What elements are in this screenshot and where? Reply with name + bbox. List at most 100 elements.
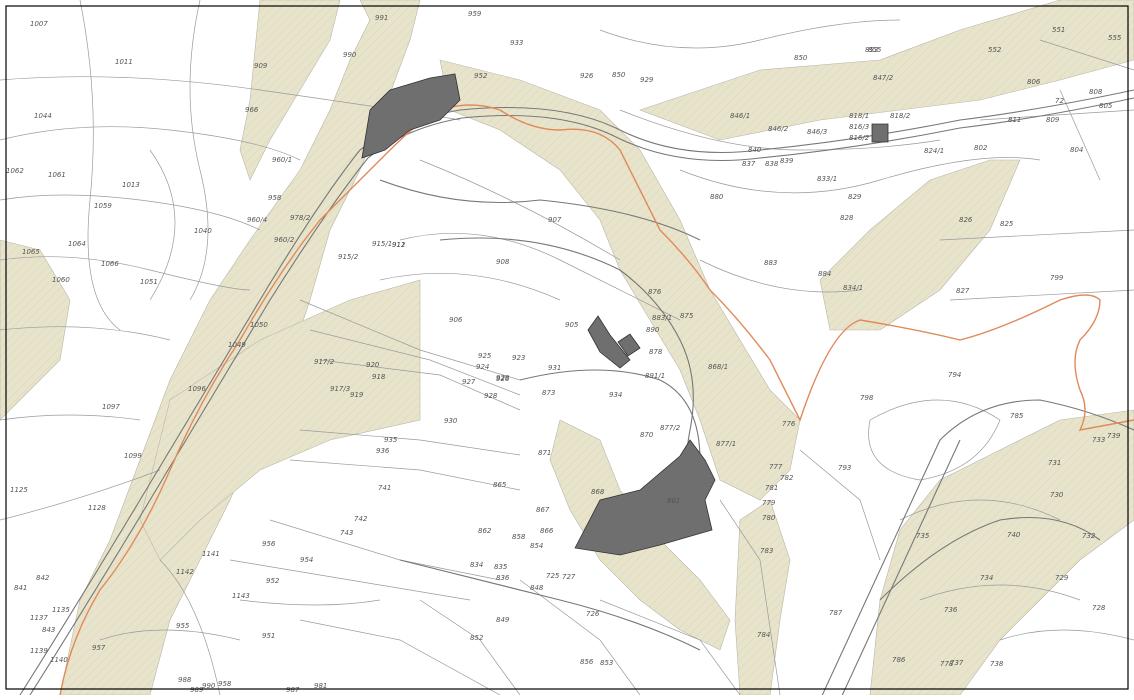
parcel-label: 1065 <box>22 248 40 256</box>
parcel-label: 826 <box>959 216 973 224</box>
parcel-label: 883/1 <box>652 314 672 322</box>
parcel-label: 551 <box>1052 26 1065 34</box>
parcel-label: 990 <box>202 682 216 690</box>
parcel-label: 1049 <box>228 341 246 349</box>
parcel-label: 924 <box>476 363 489 371</box>
forest-area-right-slope <box>819 159 1021 331</box>
parcel-label: 878 <box>649 348 663 356</box>
highlighted-parcel-center-1 <box>587 315 631 369</box>
parcel-label: 927 <box>462 378 476 386</box>
parcel-label: 912 <box>392 241 406 249</box>
parcel-label: 780 <box>762 514 776 522</box>
parcel-label: 842 <box>36 574 50 582</box>
parcel-label: 981 <box>314 682 327 690</box>
administrative-boundary <box>59 104 1134 696</box>
parcel-label: 936 <box>376 447 390 455</box>
parcel-label: 742 <box>354 515 368 523</box>
parcel-label: 952 <box>474 72 488 80</box>
parcel-label: 818/1 <box>849 112 869 120</box>
parcel-label: 805 <box>1099 102 1113 110</box>
parcel-label: 1140 <box>50 656 68 664</box>
parcel-label: 905 <box>565 321 579 329</box>
parcel-label: 776 <box>782 420 796 428</box>
parcel-label: 906 <box>449 316 463 324</box>
parcel-label: 891/1 <box>645 372 665 380</box>
parcel-label: 868 <box>591 488 605 496</box>
parcel-label: 72 <box>1055 97 1064 105</box>
parcel-label: 960/4 <box>247 216 267 224</box>
parcel-label: 923 <box>512 354 525 362</box>
parcel-label: 1142 <box>176 568 194 576</box>
parcel-label: 824/1 <box>924 147 944 155</box>
parcel-label: 873 <box>542 389 555 397</box>
map-frame <box>5 5 1129 690</box>
parcel-label: 809 <box>1046 116 1060 124</box>
parcel-label: 954 <box>300 556 313 564</box>
parcel-label: 804 <box>1070 146 1083 154</box>
parcel-label: 909 <box>254 62 268 70</box>
parcel-label: 848 <box>530 584 544 592</box>
parcel-label: 929 <box>640 76 654 84</box>
parcel-label: 931 <box>548 364 561 372</box>
parcel-label: 919 <box>350 391 364 399</box>
parcel-label: 806 <box>1027 78 1041 86</box>
parcel-label: 736 <box>944 606 958 614</box>
parcel-label: 853 <box>600 659 613 667</box>
highlighted-parcel-top-left <box>361 73 461 159</box>
parcel-label: 908 <box>496 258 510 266</box>
parcel-label: 935 <box>384 436 398 444</box>
parcel-label: 785 <box>1010 412 1024 420</box>
parcel-label: 740 <box>1007 531 1021 539</box>
parcel-label: 933 <box>510 39 523 47</box>
parcel-label: 743 <box>340 529 353 537</box>
parcel-label: 846/3 <box>807 128 827 136</box>
parcel-label: 915/2 <box>338 253 359 261</box>
parcel-label: 929 <box>496 374 510 382</box>
parcel-label: 777 <box>769 463 783 471</box>
parcel-label: 1141 <box>202 550 220 558</box>
parcel-label: 917/2 <box>314 358 335 366</box>
forest-area-top-left <box>239 0 341 181</box>
forest-area-top-creek <box>439 59 801 501</box>
parcel-label: 799 <box>1050 274 1064 282</box>
parcel-label: 951 <box>262 632 275 640</box>
parcel-label: 731 <box>1048 459 1061 467</box>
parcel-label: 958 <box>218 680 232 688</box>
parcel-label: 733 <box>1092 436 1105 444</box>
parcel-label: 843 <box>42 626 55 634</box>
parcel-label: 779 <box>762 499 776 507</box>
parcel-label: 833/1 <box>817 175 837 183</box>
parcel-label: 1066 <box>101 260 119 268</box>
parcel-label: 739 <box>1107 432 1121 440</box>
parcel-label: 794 <box>948 371 961 379</box>
parcel-label: 989 <box>190 686 204 694</box>
parcel-label: 1007 <box>30 20 48 28</box>
parcel-label: 917/3 <box>330 385 350 393</box>
parcel-label: 829 <box>848 193 862 201</box>
parcel-label: 552 <box>988 46 1002 54</box>
parcel-label: 741 <box>378 484 391 492</box>
forest-area-center-band <box>139 279 421 561</box>
parcel-label: 877/1 <box>716 440 736 448</box>
parcel-label: 926 <box>496 375 510 383</box>
parcel-label: 877/2 <box>660 424 681 432</box>
parcel-label: 847/2 <box>873 74 894 82</box>
side-road-5 <box>819 399 1134 700</box>
parcel-label: 825 <box>1000 220 1014 228</box>
forest-area-top-right <box>639 0 1134 141</box>
main-road <box>19 89 1134 696</box>
parcel-label: 959 <box>468 10 482 18</box>
parcel-label: 978/2 <box>290 214 311 222</box>
parcel-label: 854 <box>530 542 543 550</box>
parcel-label: 957 <box>92 644 106 652</box>
parcel-label: 920 <box>366 361 380 369</box>
parcel-label: 838 <box>765 160 779 168</box>
highlighted-parcel-center-2 <box>617 333 641 357</box>
parcel-label: 839 <box>780 157 794 165</box>
forest-area-bottom-ridge <box>734 499 791 696</box>
parcel-label: 911 <box>392 241 405 249</box>
highlighted-parcel-south <box>574 439 716 556</box>
parcel-label: 1011 <box>115 58 133 66</box>
